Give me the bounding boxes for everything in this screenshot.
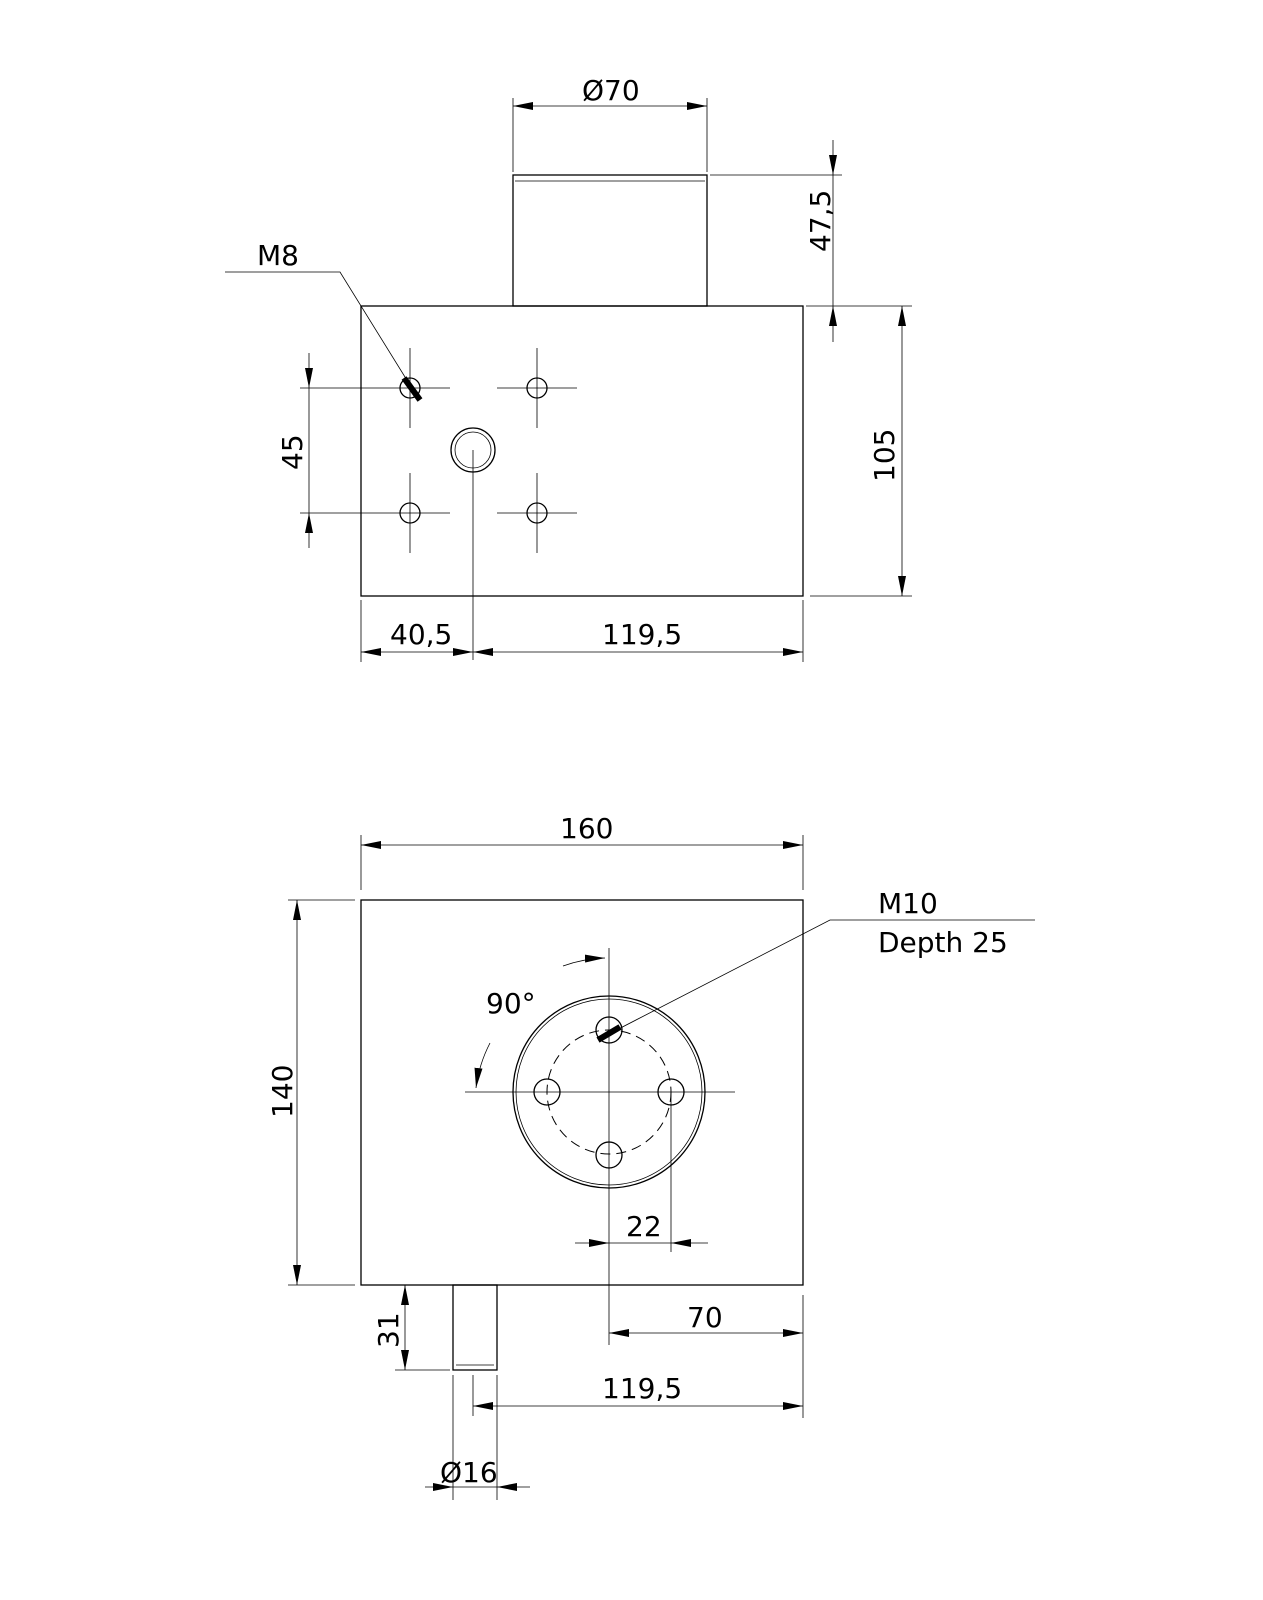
boss-outline	[512, 174, 708, 307]
label-pin-offset: 119,5	[602, 1372, 682, 1405]
label-depth: Depth 25	[878, 926, 1008, 959]
label-hole-offset: 22	[626, 1210, 662, 1243]
label-center-offset: 70	[687, 1301, 723, 1334]
label-width: 160	[560, 812, 613, 845]
label-pin-diameter: Ø16	[440, 1456, 498, 1489]
body-outline	[360, 305, 804, 597]
label-m10: M10	[878, 887, 938, 920]
label-offset-right: 119,5	[602, 618, 682, 651]
pin-outline	[452, 1284, 498, 1371]
top-view: Ø70 47,5 105 45 M8	[225, 74, 912, 662]
label-hole-spacing: 45	[276, 434, 309, 470]
label-boss-height: 47,5	[804, 190, 837, 252]
label-m8: M8	[257, 239, 299, 272]
label-offset-left: 40,5	[390, 618, 452, 651]
label-height: 105	[868, 429, 901, 482]
body-outline	[360, 899, 804, 1286]
label-pin-length: 31	[372, 1312, 405, 1348]
m8-holes	[370, 348, 577, 553]
label-angle: 90°	[486, 987, 536, 1020]
label-boss-diameter: Ø70	[582, 74, 640, 107]
bottom-view: 160 140 90° M10 Depth 25 22 70	[266, 812, 1035, 1500]
label-height: 140	[266, 1065, 299, 1118]
